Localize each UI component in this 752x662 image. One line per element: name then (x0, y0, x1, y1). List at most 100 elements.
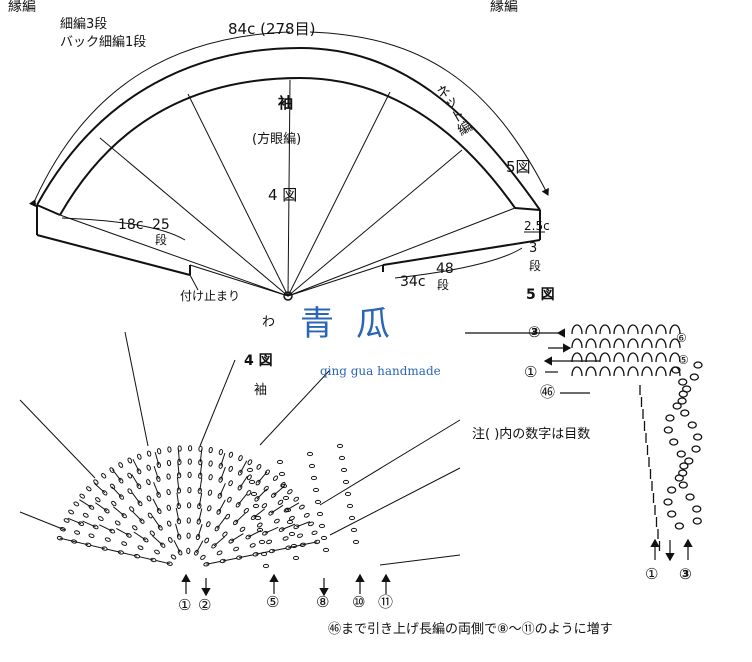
fig4-row-11: ⑪ (378, 593, 394, 611)
chain-stitch (274, 518, 280, 524)
chain-stitch (137, 453, 142, 460)
treble-stitch (213, 536, 226, 547)
chain-stitch (156, 448, 162, 455)
picot-loop (627, 324, 639, 335)
chain-stitch (308, 521, 314, 527)
fig5-crochet-edge (571, 324, 703, 551)
net-chain (693, 433, 703, 441)
chain-stitch (167, 446, 172, 453)
chain-stitch (166, 489, 171, 496)
left-rows-num: 25 (152, 217, 170, 233)
treble-stitch (198, 492, 203, 507)
chain-stitch (92, 524, 99, 530)
chain-stitch (218, 449, 224, 456)
chain-stitch (243, 508, 249, 514)
arc-width: 84c (278目) (228, 20, 316, 38)
chain-stitch (311, 530, 318, 536)
treble-stitch (195, 540, 204, 553)
picot-loop (599, 324, 611, 335)
chain-stitch (79, 493, 85, 499)
net-chain (682, 385, 692, 393)
treble-stitch (154, 451, 160, 466)
chain-stitch (228, 451, 234, 458)
fig4-row-10: ⑩ (352, 593, 366, 611)
chain-stitch (278, 471, 286, 477)
chain-stitch (350, 527, 358, 533)
chain-stitch (256, 464, 262, 470)
chain-stitch (86, 486, 92, 492)
chain-stitch (110, 483, 116, 490)
chain-stitch (287, 489, 293, 495)
picot-loop (627, 352, 639, 363)
chain-stitch (207, 505, 212, 512)
chain-stitch (137, 545, 144, 551)
treble-stitch (79, 499, 92, 508)
chain-stitch (73, 501, 80, 507)
treble-stitch (94, 483, 106, 494)
chain-stitch (146, 495, 152, 502)
net-chain (665, 414, 675, 422)
fig4-arrows (181, 573, 391, 597)
chain-stitch (308, 463, 316, 469)
attach-stop: 付け止まり (180, 289, 241, 303)
chain-stitch (154, 549, 160, 555)
net-chain (677, 397, 687, 405)
treble-stitch (131, 492, 141, 504)
net-chain (689, 373, 699, 381)
chain-stitch (59, 526, 66, 532)
treble-stitch (116, 527, 130, 536)
picot-loop (627, 366, 639, 377)
net-chain (663, 426, 673, 434)
chain-stitch (187, 471, 192, 478)
picot-loop (585, 338, 597, 349)
fig5-bottom-1: ① (645, 565, 659, 583)
net-chain (666, 486, 677, 494)
chain-stitch (346, 503, 354, 509)
chain-stitch (186, 517, 191, 524)
chain-stitch (276, 459, 284, 465)
treble-stitch (155, 559, 170, 565)
chain-stitch (254, 515, 262, 521)
treble-stitch (152, 498, 160, 512)
chain-stitch (288, 531, 296, 537)
net-chain (678, 378, 688, 386)
footer-note: ㊻まで引き上げ長編の両側で⑧～⑪のように増す (328, 622, 613, 637)
chain-stitch (256, 522, 263, 528)
fig4-row-8: ⑧ (316, 593, 330, 611)
picot-loop (571, 338, 583, 349)
treble-stitch (197, 524, 203, 538)
treble-stitch (112, 506, 125, 517)
chain-stitch (293, 524, 300, 530)
chain-stitch (233, 546, 240, 552)
chain-stitch (222, 531, 228, 537)
chain-stitch (186, 502, 192, 509)
chain-stitch (284, 507, 292, 513)
chain-stitch (208, 460, 213, 467)
chain-stitch (74, 530, 81, 535)
chain-stitch (250, 491, 258, 497)
chain-stitch (293, 496, 300, 502)
treble-stitch (152, 516, 161, 528)
border-rows-unit: 段 (529, 259, 542, 273)
chain-stitch (228, 465, 233, 472)
chain-stitch (68, 509, 75, 515)
chain-stitch (127, 457, 133, 464)
net-chain (692, 517, 702, 525)
chain-stitch (338, 455, 346, 461)
fig4-row-1: ① (178, 596, 192, 614)
chain-stitch (82, 512, 89, 518)
chain-stitch (262, 563, 270, 569)
treble-stitch (153, 465, 159, 480)
chain-stitch (88, 533, 95, 538)
chain-stitch (146, 479, 151, 486)
net-chain (692, 505, 702, 513)
chain-stitch (147, 512, 153, 519)
picot-loop (613, 324, 625, 335)
chain-stitch (208, 474, 213, 481)
edge-label-left: 縁編 (8, 0, 36, 15)
picot-loop (571, 352, 583, 363)
chain-stitch (186, 532, 191, 539)
right-rows-unit: 段 (437, 278, 450, 292)
chain-stitch (206, 521, 211, 528)
net-chain (671, 366, 681, 374)
